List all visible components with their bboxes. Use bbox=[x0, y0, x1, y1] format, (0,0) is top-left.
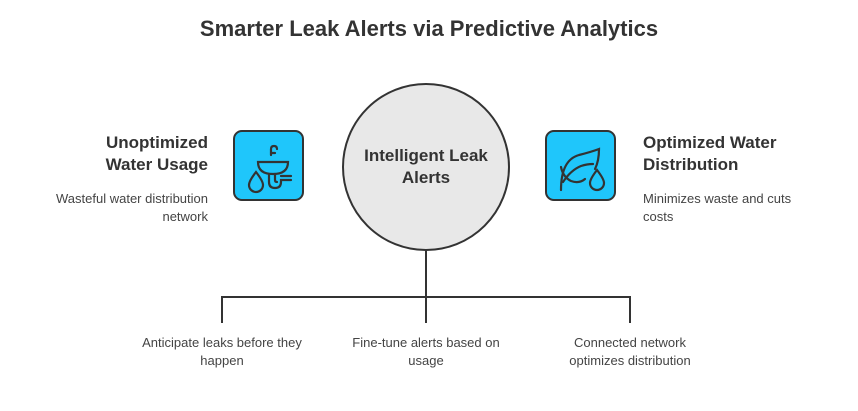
leaf-drop-icon bbox=[545, 130, 616, 201]
center-node: Intelligent Leak Alerts bbox=[342, 83, 510, 251]
branch-text-3: Connected network optimizes distribution bbox=[569, 335, 691, 368]
connector-drop-3 bbox=[629, 296, 631, 323]
center-label: Intelligent Leak Alerts bbox=[364, 146, 488, 187]
left-heading: Unoptimized Water Usage bbox=[105, 133, 208, 174]
branch-text-1: Anticipate leaks before they happen bbox=[142, 335, 302, 368]
left-description: Wasteful water distribution network bbox=[56, 191, 208, 224]
diagram-title: Smarter Leak Alerts via Predictive Analy… bbox=[199, 16, 659, 41]
connector-stem bbox=[425, 251, 427, 298]
right-heading: Optimized Water Distribution bbox=[643, 133, 777, 174]
connector-drop-1 bbox=[221, 296, 223, 323]
sink-drop-icon bbox=[233, 130, 304, 201]
branch-text-2: Fine-tune alerts based on usage bbox=[352, 335, 500, 368]
right-description: Minimizes waste and cuts costs bbox=[643, 191, 792, 224]
connector-drop-2 bbox=[425, 296, 427, 323]
